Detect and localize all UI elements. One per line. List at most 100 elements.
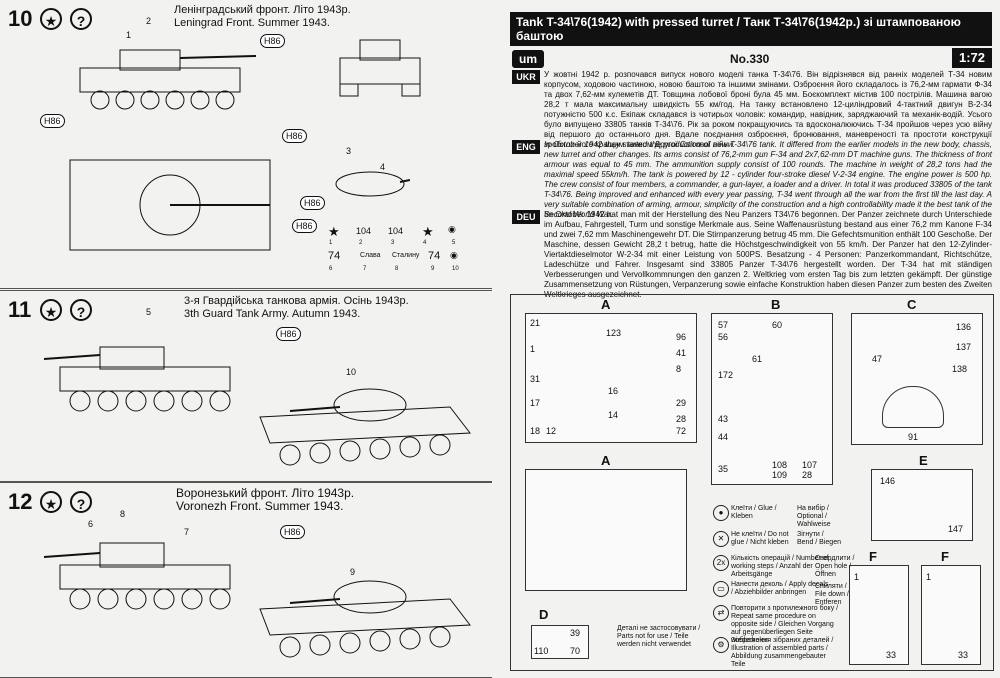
part-number: 44 [718,432,729,442]
part-number: 1 [126,30,132,40]
star-badge-icon: ★ [40,491,62,513]
callout-h86: H86 [292,219,317,233]
part-number: 3 [346,146,352,156]
sprue-label: C [907,297,917,312]
turret-part-icon [882,386,944,428]
decal-number: 10 [452,266,459,272]
part-number: 33 [958,650,969,660]
question-badge-icon: ? [70,8,92,30]
sprue-d: 39 110 70 [531,625,589,659]
part-number: 21 [530,318,541,328]
part-number: 72 [676,426,687,436]
step-12-caption: Воронезький фронт. Літо 1943р. Voronezh … [176,486,355,513]
symbol-legend: ●Клеїти / Glue / Kleben ✕Не клеїти / Do … [711,499,854,669]
part-number: 6 [88,519,94,529]
decal-number: 4 [423,240,427,246]
tank-perspective-view [259,580,471,658]
legend-item: Спиляти / File down / Entferen [815,583,849,606]
glue-icon: ● [713,505,729,521]
part-number: 60 [772,320,783,330]
part-number: 10 [346,367,357,377]
legend-item: ●Клеїти / Glue / Kleben [713,505,791,521]
scale-badge: 1:72 [952,48,992,68]
part-number: 5 [146,307,152,317]
no-glue-icon: ✕ [713,531,729,547]
part-number: 109 [772,470,788,480]
part-number: 17 [530,398,541,408]
callout-h86: H86 [300,196,325,210]
callout-h86: H86 [276,327,301,341]
callout-h86: H86 [40,114,65,128]
part-number: 172 [718,370,734,380]
part-number: 9 [350,567,356,577]
lang-tag-deu: DEU [512,210,540,224]
part-number: 7 [184,527,190,537]
part-number: 1 [926,572,932,582]
star-badge-icon: ★ [40,299,62,321]
right-page: Tank T-34\76(1942) with pressed turret /… [500,0,1000,677]
legend-item: ▭Нанести деколь / Apply decals / Abziehb… [713,581,831,597]
emblem-decal-icon: ◉ [450,250,458,260]
decal-number: 9 [431,266,435,272]
sprue-f-right: 1 33 [921,565,981,665]
sprue-f-left: 1 33 [849,565,909,665]
part-number: 1 [530,344,536,354]
lang-tag-eng: ENG [512,140,540,154]
repeat-icon: ⇄ [713,605,729,621]
left-page: 10 ★ ? Ленінградський фронт. Літо 1943р.… [0,0,500,678]
sprue-a-top: 21 1 31 17 18 123 96 41 8 16 14 28 72 12… [525,313,697,443]
decal-number: 5 [452,240,456,246]
star-badge-icon: ★ [40,8,62,30]
part-number: 137 [956,342,972,352]
sprue-c: 136 137 47 138 91 [851,313,983,445]
part-number: 146 [880,476,896,486]
turret-detail [335,171,410,197]
sprue-label: B [771,297,781,312]
brand-logo: um [512,50,544,68]
part-number: 28 [676,414,687,424]
tank-top-view [69,159,271,251]
part-number: 35 [718,464,729,474]
part-number: 8 [676,364,682,374]
part-number: 47 [872,354,883,364]
tank-side-view [79,49,257,110]
page-title: Tank T-34\76(1942) with pressed turret /… [510,12,992,46]
description-deu: Im Oktober 1942 hat man mit der Herstell… [544,210,992,299]
decal-number: 8 [395,266,399,272]
step-11-caption: 3-я Гвардійська танкова армія. Осінь 194… [184,295,409,320]
part-number: 33 [886,650,897,660]
part-number: 12 [546,426,557,436]
sprue-diagram: A 21 1 31 17 18 123 96 41 8 16 14 28 72 … [510,294,994,671]
step-number: 10 [8,6,33,31]
part-number: 28 [802,470,813,480]
decal-number: 6 [329,266,333,272]
part-number: 123 [606,328,622,338]
part-number: 4 [380,162,386,172]
part-number: 70 [570,646,581,656]
part-number: 29 [676,398,687,408]
legend-item: На вибір / Optional / Wahlweise [797,505,831,528]
question-badge-icon: ? [70,299,92,321]
part-number: 16 [608,386,619,396]
sprue-b: 57 56 60 61 172 43 44 35 108 109 107 28 [711,313,833,485]
legend-item: Свердлити / Open hole / Öffnen [815,555,855,578]
step-10-caption: Ленінградський фронт. Літо 1943р. Lening… [174,4,351,29]
part-number: 136 [956,322,972,332]
part-number: 43 [718,414,729,424]
part-number: 107 [802,460,818,470]
part-number: 18 [530,426,541,436]
star-decal-icon: ★ [422,224,434,239]
decal-label: Слава [360,252,381,259]
part-number: 91 [908,432,919,442]
sprue-label: D [539,607,549,622]
part-number: 2 [146,16,152,26]
step-12-panel: 12 ★ ? Воронезький фронт. Літо 1943р. Vo… [0,482,492,678]
description-eng: In October 1942 they started the product… [544,140,992,219]
sprue-label: F [941,549,949,564]
decal-sheet: ★ 104 104 ★ ◉ 74 Слава Сталину 74 ◉ 1 2 … [326,218,466,276]
decal-number: 7 [363,266,367,272]
part-number: 138 [952,364,968,374]
callout-h86: H86 [282,129,307,143]
star-decal-icon: ★ [328,224,340,239]
sprue-label: A [601,297,611,312]
